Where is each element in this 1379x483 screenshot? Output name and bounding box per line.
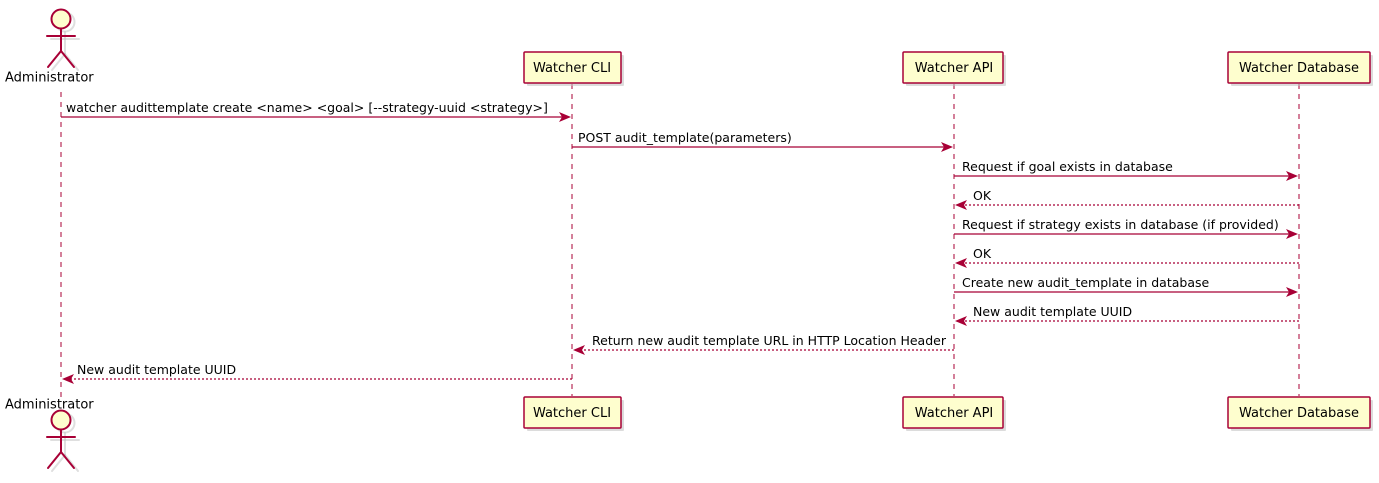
actor-leg-left-icon — [47, 451, 62, 469]
participant-label-watcher-api-top: Watcher API — [915, 61, 994, 76]
message-arrowhead-6 — [955, 258, 967, 268]
message-1[interactable]: watcher audittemplate create <name> <goa… — [61, 100, 571, 122]
message-label-5: Request if strategy exists in database (… — [962, 217, 1279, 232]
message-8[interactable]: New audit template UUID — [955, 304, 1299, 326]
actor-leg-right-icon — [60, 50, 75, 68]
actor-label-administrator-bottom: Administrator — [5, 398, 94, 413]
message-label-10: New audit template UUID — [77, 362, 236, 377]
message-arrowhead-2 — [941, 142, 953, 152]
participant-watcher-database-bottom[interactable]: Watcher Database — [1227, 396, 1373, 431]
participant-label-watcher-cli-top: Watcher CLI — [533, 61, 611, 76]
message-arrowhead-4 — [955, 200, 967, 210]
participant-label-watcher-database-bottom: Watcher Database — [1239, 406, 1359, 421]
participant-watcher-database-top[interactable]: Watcher Database — [1227, 51, 1373, 86]
message-4[interactable]: OK — [955, 188, 1299, 210]
participant-label-watcher-database-top: Watcher Database — [1239, 61, 1359, 76]
message-10[interactable]: New audit template UUID — [62, 362, 572, 384]
actor-administrator-top[interactable]: Administrator — [5, 8, 94, 86]
message-3[interactable]: Request if goal exists in database — [954, 159, 1298, 181]
participant-label-watcher-api-bottom: Watcher API — [915, 406, 994, 421]
message-9[interactable]: Return new audit template URL in HTTP Lo… — [573, 333, 954, 355]
message-label-2: POST audit_template(parameters) — [578, 130, 792, 145]
message-arrowhead-7 — [1286, 287, 1298, 297]
message-arrowhead-10 — [62, 374, 74, 384]
participant-watcher-cli-top[interactable]: Watcher CLI — [523, 51, 624, 86]
message-7[interactable]: Create new audit_template in database — [954, 275, 1298, 297]
message-arrowhead-5 — [1286, 229, 1298, 239]
actor-head-icon — [50, 409, 72, 431]
message-label-1: watcher audittemplate create <name> <goa… — [66, 100, 548, 115]
message-label-4: OK — [973, 188, 992, 203]
participant-label-watcher-cli-bottom: Watcher CLI — [533, 406, 611, 421]
message-label-7: Create new audit_template in database — [962, 275, 1209, 290]
message-arrowhead-3 — [1286, 171, 1298, 181]
participant-box[interactable] — [523, 51, 622, 84]
lifelines-group — [60, 84, 1300, 398]
message-label-3: Request if goal exists in database — [962, 159, 1173, 174]
participant-watcher-api-top[interactable]: Watcher API — [902, 51, 1006, 86]
message-arrowhead-8 — [955, 316, 967, 326]
message-label-6: OK — [973, 246, 992, 261]
participant-box[interactable] — [1227, 51, 1371, 84]
actor-leg-left-icon — [47, 50, 62, 68]
message-2[interactable]: POST audit_template(parameters) — [572, 130, 953, 152]
message-arrowhead-9 — [573, 345, 585, 355]
actor-leg-right-icon — [60, 451, 75, 469]
message-6[interactable]: OK — [955, 246, 1299, 268]
participant-box[interactable] — [902, 396, 1004, 429]
message-arrowhead-1 — [559, 112, 571, 122]
actor-administrator-bottom[interactable]: Administrator — [5, 398, 94, 472]
message-label-8: New audit template UUID — [973, 304, 1132, 319]
actor-shadow-bottom — [50, 412, 80, 472]
participant-watcher-api-bottom[interactable]: Watcher API — [902, 396, 1006, 431]
participant-box[interactable] — [1227, 396, 1371, 429]
participant-watcher-cli-bottom[interactable]: Watcher CLI — [523, 396, 624, 431]
actor-label-administrator-top: Administrator — [5, 71, 94, 86]
message-label-9: Return new audit template URL in HTTP Lo… — [592, 333, 947, 348]
message-5[interactable]: Request if strategy exists in database (… — [954, 217, 1298, 239]
actor-head-icon — [50, 8, 72, 30]
participant-box[interactable] — [902, 51, 1004, 84]
participant-box[interactable] — [523, 396, 622, 429]
